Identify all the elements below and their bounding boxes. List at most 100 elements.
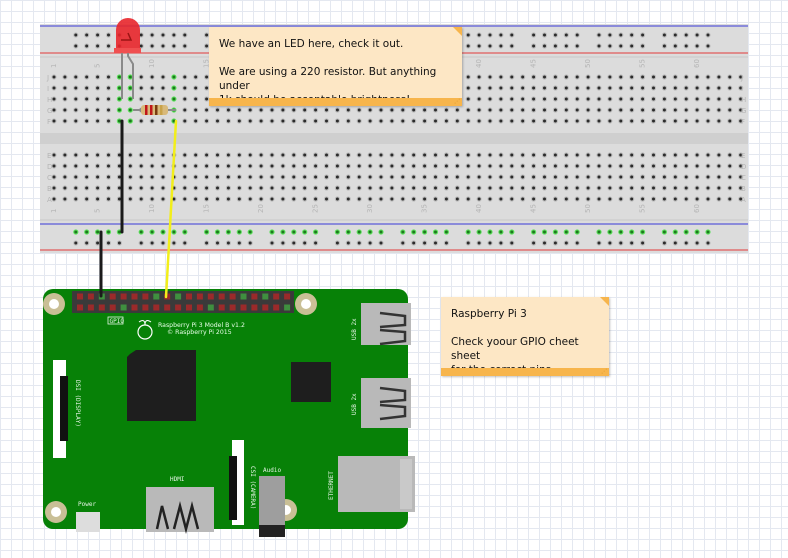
- pi-note[interactable]: Raspberry Pi 3 Check yoour GPIO cheet sh…: [441, 297, 609, 376]
- hole: [128, 119, 132, 123]
- hole: [532, 153, 536, 157]
- resize-grip-icon[interactable]: ⋰: [454, 98, 460, 105]
- gpio-pin: [229, 304, 236, 311]
- row-letter: D: [47, 163, 52, 171]
- hole: [401, 119, 405, 123]
- hole: [423, 197, 427, 201]
- hole: [553, 86, 557, 90]
- hole: [63, 108, 67, 112]
- hole: [74, 86, 78, 90]
- hole: [608, 44, 612, 48]
- hole: [564, 119, 568, 123]
- gpio-pin: [142, 293, 149, 300]
- hole: [63, 197, 67, 201]
- hole: [553, 186, 557, 190]
- hole: [194, 108, 198, 112]
- audio-jack: [259, 476, 285, 532]
- hole: [706, 75, 710, 79]
- hole: [641, 75, 645, 79]
- hole: [543, 108, 546, 112]
- hole: [52, 108, 56, 112]
- hole: [107, 108, 110, 112]
- hole: [630, 119, 634, 123]
- gpio-pin: [251, 293, 258, 300]
- hole: [423, 230, 427, 234]
- hole: [455, 108, 459, 112]
- hole: [226, 241, 230, 245]
- signal-wire: [164, 119, 178, 299]
- row-letter: G: [741, 107, 746, 115]
- hole: [521, 186, 525, 190]
- led-icon: [116, 18, 140, 52]
- hole: [630, 108, 634, 112]
- hole: [673, 86, 677, 90]
- hole: [728, 97, 732, 101]
- hole: [728, 186, 732, 190]
- hole: [684, 230, 688, 234]
- column-number: 5: [94, 64, 102, 68]
- hole: [564, 241, 568, 245]
- hole: [444, 241, 448, 245]
- hole: [259, 164, 263, 168]
- hole: [335, 153, 339, 157]
- hole: [455, 153, 459, 157]
- resistor-band: [145, 105, 148, 115]
- hole: [183, 153, 187, 157]
- hole: [107, 86, 110, 90]
- hole: [728, 164, 732, 168]
- hole: [597, 153, 601, 157]
- hole: [662, 108, 666, 112]
- hole: [303, 241, 307, 245]
- column-number: 20: [257, 204, 265, 213]
- hole: [434, 119, 437, 123]
- gpio-pin: [164, 304, 171, 311]
- hole: [412, 186, 416, 190]
- hole: [739, 175, 743, 179]
- hole: [107, 230, 110, 234]
- hole: [63, 86, 67, 90]
- gpio-pin: [87, 304, 94, 311]
- hole: [684, 75, 688, 79]
- hole: [139, 119, 143, 123]
- hole: [641, 175, 645, 179]
- hole: [63, 164, 67, 168]
- components[interactable]: [99, 18, 178, 299]
- hole: [63, 75, 67, 79]
- hole: [248, 175, 252, 179]
- hole: [412, 197, 416, 201]
- hole: [52, 186, 56, 190]
- hole: [553, 230, 557, 234]
- hole: [346, 197, 350, 201]
- hole: [292, 175, 296, 179]
- hole: [346, 119, 350, 123]
- row-letter: A: [47, 196, 52, 204]
- hole: [161, 75, 165, 79]
- hole: [684, 33, 688, 37]
- hole: [96, 164, 100, 168]
- hole: [368, 164, 372, 168]
- hole: [346, 153, 350, 157]
- usb-port: [361, 378, 411, 428]
- hole: [673, 197, 677, 201]
- hole: [117, 197, 121, 201]
- hole: [259, 186, 263, 190]
- hole: [335, 197, 339, 201]
- hole: [619, 33, 623, 37]
- hole: [695, 119, 699, 123]
- hole: [564, 108, 568, 112]
- hole: [641, 44, 645, 48]
- hole: [586, 197, 590, 201]
- hole: [205, 153, 209, 157]
- hole: [85, 33, 89, 37]
- hole: [455, 197, 459, 201]
- resize-grip-icon[interactable]: ⋰: [601, 368, 607, 375]
- hole: [335, 119, 339, 123]
- led-note[interactable]: We have an LED here, check it out. We ar…: [209, 27, 462, 106]
- gpio-pin: [77, 293, 83, 300]
- column-number: 40: [475, 59, 483, 68]
- hole: [205, 230, 209, 234]
- hole: [619, 197, 623, 201]
- hole: [695, 108, 699, 112]
- hole: [597, 175, 601, 179]
